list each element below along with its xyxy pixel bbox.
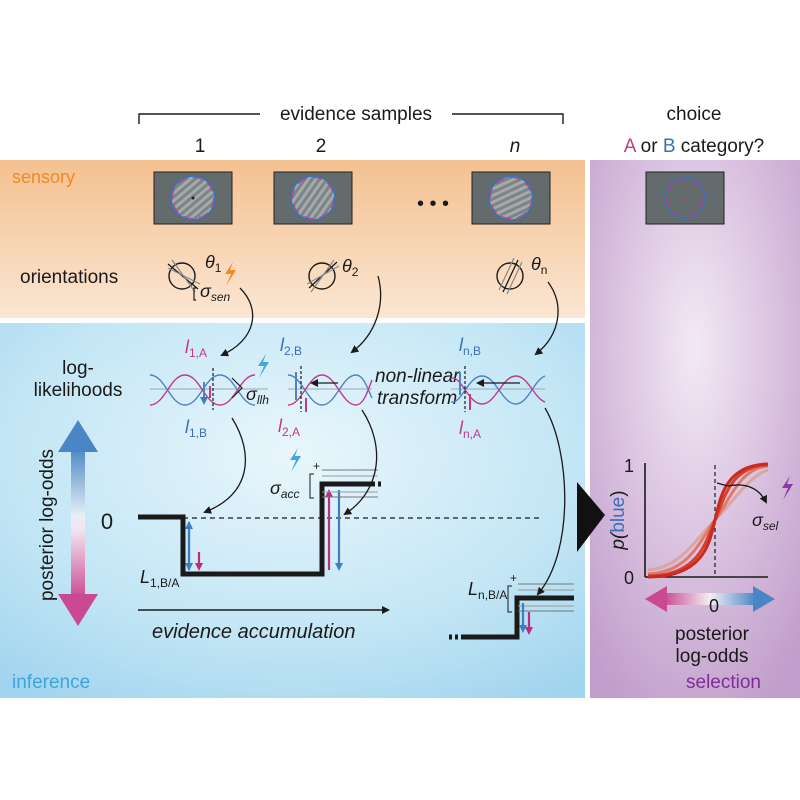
category-rest: category? xyxy=(676,136,765,157)
transform-label: transform xyxy=(377,388,457,409)
accumulation-trace xyxy=(138,481,372,577)
theta-n: θn xyxy=(531,254,547,277)
inference-label: inference xyxy=(12,672,90,693)
llh-noise-icon xyxy=(258,354,269,378)
l-2a: l2,A xyxy=(278,416,300,439)
likelihood-curves-n xyxy=(450,366,546,412)
L-1: L1,B/A xyxy=(140,567,179,590)
final-noise-bracket xyxy=(507,583,574,613)
theta-1: θ1 xyxy=(205,252,222,275)
x-zero-label: 0 xyxy=(709,596,719,616)
category-b: B xyxy=(663,136,676,157)
l-na: ln,A xyxy=(459,418,481,441)
p-axis-bottom: 0 xyxy=(624,568,634,588)
integration-arrows xyxy=(203,407,566,596)
sensory-noise-icon xyxy=(225,262,236,286)
step-2-arrows xyxy=(325,489,343,571)
category-or: or xyxy=(635,136,662,157)
acc-noise-bracket xyxy=(309,469,378,499)
l-1a: l1,A xyxy=(185,337,207,360)
sensory-label: sensory xyxy=(12,167,75,187)
stimulus-n xyxy=(471,171,551,225)
sigma-llh: σllh xyxy=(246,384,269,407)
category-question: A or B category? xyxy=(624,136,765,157)
sigma-sen-bracket xyxy=(193,287,196,301)
sample-label-2: 2 xyxy=(316,136,327,157)
sigma-sen: σsen xyxy=(200,281,231,304)
selection-label: selection xyxy=(686,672,761,693)
transform-arrows xyxy=(220,275,559,357)
zero-label: 0 xyxy=(101,509,113,534)
posterior-log-odds-label: posterior log-odds xyxy=(37,449,58,601)
step-1-arrows xyxy=(185,521,203,571)
choice-title: choice xyxy=(667,104,722,125)
orientations-label: orientations xyxy=(20,267,118,288)
l-2b: l2,B xyxy=(280,335,302,358)
sample-label-n: n xyxy=(510,136,521,157)
stimulus-2 xyxy=(273,171,353,225)
likelihood-curves-1 xyxy=(149,368,268,410)
log-label: log- xyxy=(62,358,94,379)
sigma-acc: σacc xyxy=(270,478,300,501)
ellipsis: • • • xyxy=(417,193,449,215)
acc-noise-icon xyxy=(290,448,301,472)
acc-plus: + xyxy=(313,459,320,473)
L-n: Ln,B/A xyxy=(468,579,507,602)
theta-2: θ2 xyxy=(342,256,359,279)
evidence-samples-title: evidence samples xyxy=(280,104,432,125)
l-nb: ln,B xyxy=(459,335,481,358)
final-trace xyxy=(462,595,574,640)
step-n-arrows xyxy=(519,603,533,635)
orientation-glyph-n xyxy=(496,257,524,295)
log-odds-label: log-odds xyxy=(676,646,749,667)
posterior-horizontal-arrow xyxy=(645,586,775,612)
posterior-axis-arrow xyxy=(58,420,98,626)
sigma-sel: σsel xyxy=(752,510,779,533)
psychometric-curves xyxy=(647,462,769,579)
orientation-glyph-2 xyxy=(306,259,340,293)
sel-arc-arrow xyxy=(727,484,767,504)
p-axis-top: 1 xyxy=(624,456,634,476)
p-blue-label: p(blue) xyxy=(608,490,629,550)
likelihood-curves-2 xyxy=(287,366,373,412)
to-selection-arrow xyxy=(577,482,605,552)
final-plus: + xyxy=(510,571,517,585)
selection-panel xyxy=(590,160,800,698)
stimulus-1 xyxy=(153,171,233,225)
non-linear-label: non-linear xyxy=(375,366,460,387)
posterior-label: posterior xyxy=(675,624,750,645)
category-a: A xyxy=(624,136,637,157)
l-1b: l1,B xyxy=(185,417,207,440)
stimulus-choice xyxy=(645,171,725,225)
likelihoods-label: likelihoods xyxy=(34,380,123,401)
sample-label-1: 1 xyxy=(195,136,206,157)
selection-noise-icon xyxy=(782,476,793,500)
orientation-glyph-1 xyxy=(167,259,201,293)
evidence-accumulation-label: evidence accumulation xyxy=(152,621,355,643)
